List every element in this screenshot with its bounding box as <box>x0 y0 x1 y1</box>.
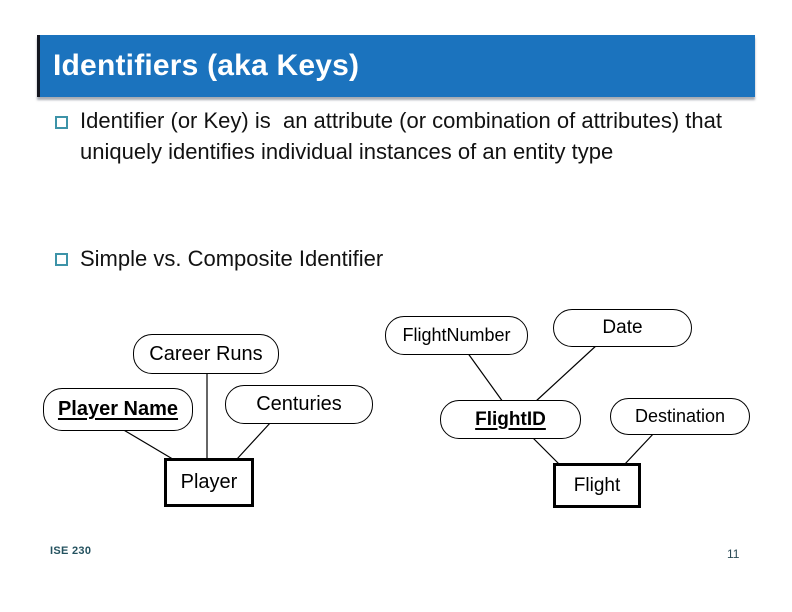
footer-course-label: ISE 230 <box>50 545 92 557</box>
attribute-label: Destination <box>634 406 726 426</box>
attribute-label: Date <box>602 317 643 338</box>
attribute-node-career-runs: Career Runs <box>133 334 279 374</box>
identifier-attribute-label: Player Name <box>57 398 179 420</box>
attribute-node-centuries: Centuries <box>225 385 373 424</box>
connector-line <box>121 428 177 462</box>
attribute-label: FlightNumber <box>402 325 511 345</box>
connector-line <box>236 421 272 460</box>
page-title: Identifiers (aka Keys) <box>53 49 360 82</box>
slide-title-bar: Identifiers (aka Keys) <box>37 35 755 97</box>
entity-label: Flight <box>573 474 621 496</box>
entity-node-flight: Flight <box>553 463 641 508</box>
attribute-node-destination: Destination <box>610 398 750 435</box>
attribute-node-date: Date <box>553 309 692 347</box>
bullet-text-identifier-definition: Identifier (or Key) is an attribute (or … <box>80 108 729 164</box>
connector-line <box>466 351 504 403</box>
attribute-node-flight-number: FlightNumber <box>385 316 528 355</box>
attribute-label: Career Runs <box>149 342 263 365</box>
bullet-text-simple-vs-composite: Simple vs. Composite Identifier <box>80 246 384 271</box>
attribute-label: Centuries <box>256 393 342 415</box>
bullet-square-icon <box>55 116 68 129</box>
page-number: 11 <box>727 547 740 561</box>
attribute-node-player-name: Player Name <box>43 388 193 431</box>
connector-line <box>623 431 656 466</box>
attribute-node-flight-id: FlightID <box>440 400 581 439</box>
connector-line <box>534 343 599 403</box>
bullet-square-icon <box>55 253 68 266</box>
connector-line <box>530 435 561 466</box>
identifier-attribute-label: FlightID <box>475 408 546 430</box>
entity-node-player: Player <box>164 458 254 507</box>
entity-label: Player <box>180 471 238 493</box>
